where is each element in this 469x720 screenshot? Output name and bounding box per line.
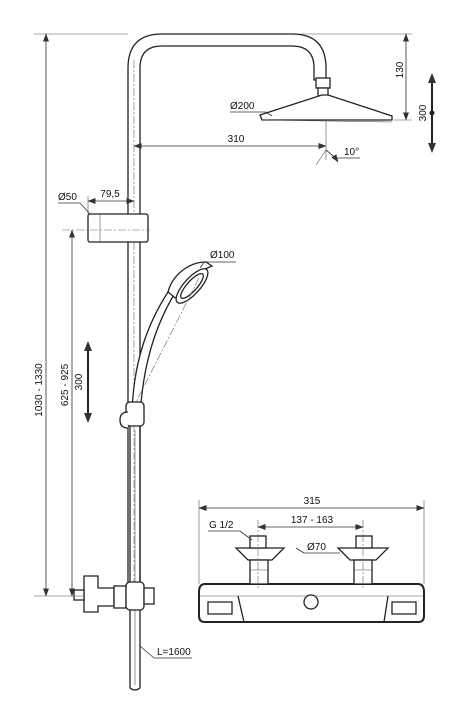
lower-connector: [73, 575, 155, 613]
head-diameter-label: Ø200: [230, 101, 255, 112]
inlet-thread-label: G 1/2: [209, 520, 234, 531]
head-adjust-label: 300: [418, 104, 429, 121]
dimension-arm-reach: 310: [133, 120, 327, 160]
mixer-width-label: 315: [304, 496, 321, 507]
pipe-diameter-label: Ø50: [58, 192, 77, 203]
hose-length-label: L=1600: [157, 647, 191, 658]
shower-hose: [129, 426, 141, 691]
dimension-bracket: 79,5 Ø50: [58, 189, 135, 215]
thermostatic-mixer: [198, 520, 425, 623]
hand-shower-holder: [119, 401, 145, 429]
dimension-inlet-thread: G 1/2: [208, 520, 253, 541]
total-height-label: 1030 - 1330: [34, 363, 45, 417]
dimension-holder-height: 625 - 925: [60, 229, 75, 597]
arm-reach-label: 310: [228, 134, 245, 145]
dimension-hose-length: L=1600: [139, 645, 192, 659]
overhead-shower-head: [259, 77, 393, 123]
dimension-hand-shower-diameter: Ø100: [199, 250, 236, 269]
dimension-escutcheon-diameter: Ø70: [295, 542, 340, 554]
dimension-head-diameter: Ø200: [230, 101, 273, 117]
dimension-head-adjust: 300: [418, 73, 436, 153]
head-angle-label: 10°: [344, 147, 359, 158]
dimension-head-height: 130: [300, 33, 412, 121]
dimension-slider-adjust: 300: [74, 341, 92, 423]
hand-shower-diameter-label: Ø100: [210, 250, 235, 261]
escutcheon-diameter-label: Ø70: [307, 542, 326, 553]
inlet-spacing-label: 137 - 163: [291, 515, 334, 526]
holder-height-label: 625 - 925: [60, 363, 71, 406]
holder-offset-label: 79,5: [100, 189, 120, 200]
dimension-total-height: 1030 - 1330: [34, 33, 128, 597]
dimension-inlet-spacing: 137 - 163: [257, 515, 364, 530]
wall-bracket: [62, 213, 150, 243]
hand-shower: [131, 261, 214, 421]
dimension-mixer-width: 315: [198, 496, 425, 584]
head-height-label: 130: [395, 61, 406, 78]
slider-adjust-label: 300: [74, 373, 85, 390]
dimension-head-angle: 10°: [315, 147, 360, 166]
